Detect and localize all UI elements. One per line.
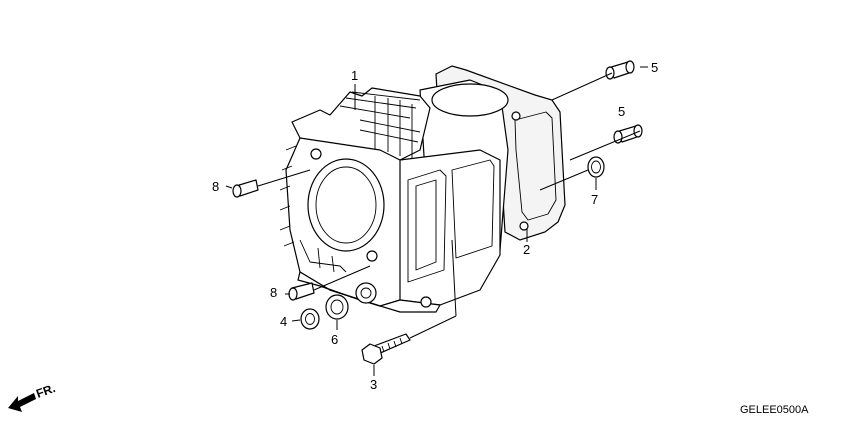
callout-4: 4	[280, 314, 287, 329]
diagram-code: GELEE0500A	[740, 404, 809, 416]
callout-5-top: 5	[651, 60, 658, 75]
front-arrow-icon	[8, 393, 36, 412]
cylinder-body	[279, 79, 509, 313]
callout-3: 3	[370, 377, 377, 392]
front-label: FR.	[34, 381, 57, 401]
callout-5-middle: 5	[618, 104, 625, 119]
washer-6	[325, 294, 349, 320]
o-ring-7	[587, 156, 605, 178]
washer-4	[300, 308, 320, 330]
dowel-pin-upper	[232, 179, 259, 198]
callout-labels: 1 2 3 4 5 5 6 7 8 8	[212, 60, 658, 392]
callout-8-lower: 8	[270, 285, 277, 300]
callout-7: 7	[591, 192, 598, 207]
flange-bolt-3	[361, 333, 411, 365]
callout-6: 6	[331, 332, 338, 347]
callout-8-upper: 8	[212, 179, 219, 194]
leader-lines	[225, 66, 648, 376]
callout-2: 2	[523, 242, 530, 257]
front-direction-indicator: FR.	[8, 381, 57, 412]
dowel-pin-lower	[288, 282, 315, 301]
callout-1: 1	[351, 68, 358, 83]
dowel-pin-5-top	[605, 60, 635, 80]
